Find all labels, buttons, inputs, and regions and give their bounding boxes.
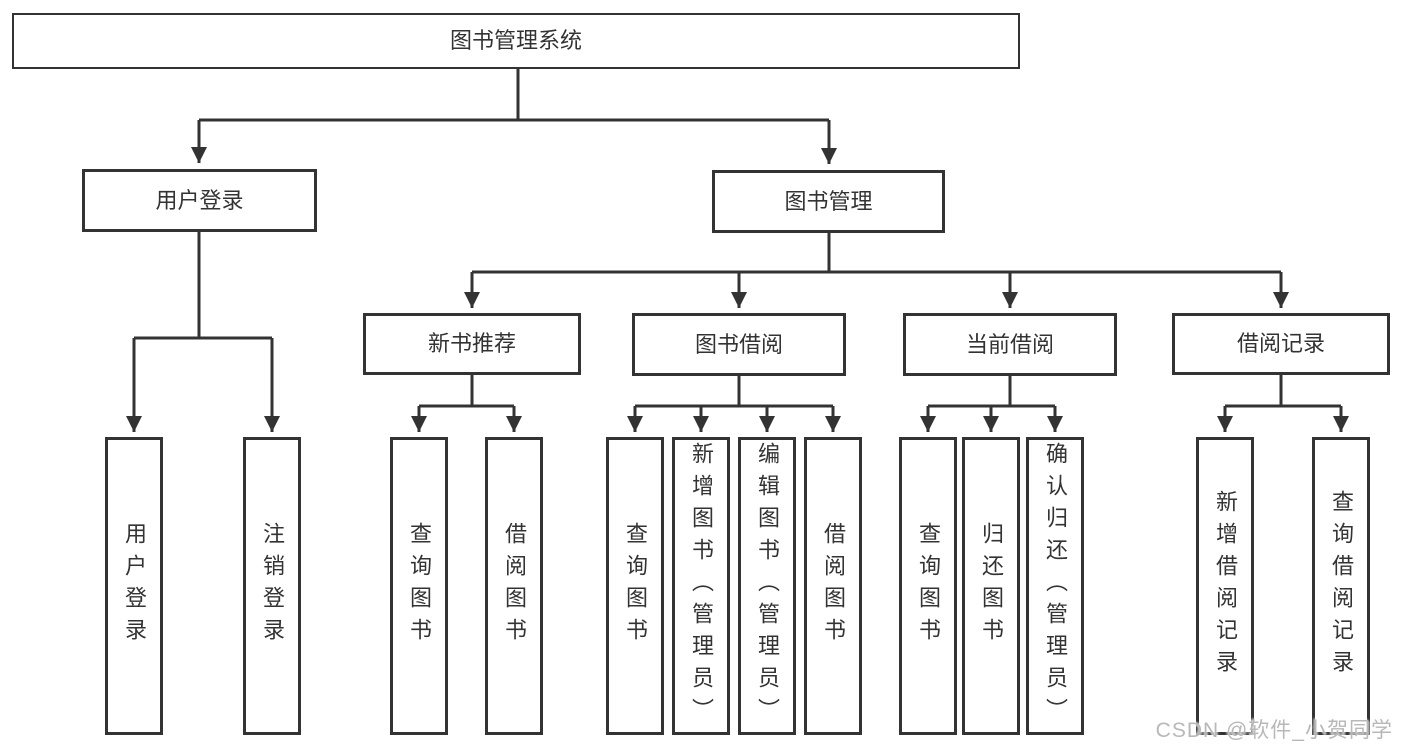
node-new-book-recommend: 新书推荐 (363, 313, 581, 375)
node-book-borrow: 图书借阅 (632, 313, 846, 376)
node-leaf-query-borrow-record: 查询借阅记录 (1312, 437, 1370, 735)
wire-borrow-records-crossbar (1225, 375, 1341, 408)
node-leaf-user-login: 用户登录 (105, 437, 163, 735)
node-current-borrow: 当前借阅 (903, 313, 1117, 376)
node-leaf-borrow-books-recommend: 借阅图书 (485, 437, 543, 735)
wire-book-borrow-crossbar (635, 376, 833, 408)
node-leaf-query-books-recommend: 查询图书 (390, 437, 448, 735)
node-leaf-logout: 注销登录 (243, 437, 301, 735)
node-leaf-borrow-books: 借阅图书 (804, 437, 862, 735)
node-leaf-add-borrow-record: 新增借阅记录 (1196, 437, 1254, 735)
node-borrow-records: 借阅记录 (1172, 313, 1390, 375)
node-leaf-add-books-admin: 新增图书（管理员） (672, 437, 730, 735)
node-root: 图书管理系统 (12, 13, 1020, 69)
node-book-management: 图书管理 (712, 170, 945, 233)
node-leaf-return-books: 归还图书 (962, 437, 1020, 735)
watermark: CSDN @软件_小贺同学 (1155, 719, 1393, 742)
node-leaf-query-books-current: 查询图书 (899, 437, 957, 735)
wire-book-management-crossbar (472, 233, 1281, 274)
wire-new-book-recommend-crossbar (419, 375, 514, 408)
node-user-login: 用户登录 (82, 169, 317, 232)
wire-root-crossbar (199, 69, 829, 122)
wire-current-borrow-crossbar (928, 376, 1055, 408)
node-leaf-edit-books-admin: 编辑图书（管理员） (738, 437, 796, 735)
wire-user-login-crossbar (134, 232, 272, 340)
node-leaf-query-books-borrow: 查询图书 (606, 437, 664, 735)
node-leaf-confirm-return-admin: 确认归还（管理员） (1026, 437, 1084, 735)
